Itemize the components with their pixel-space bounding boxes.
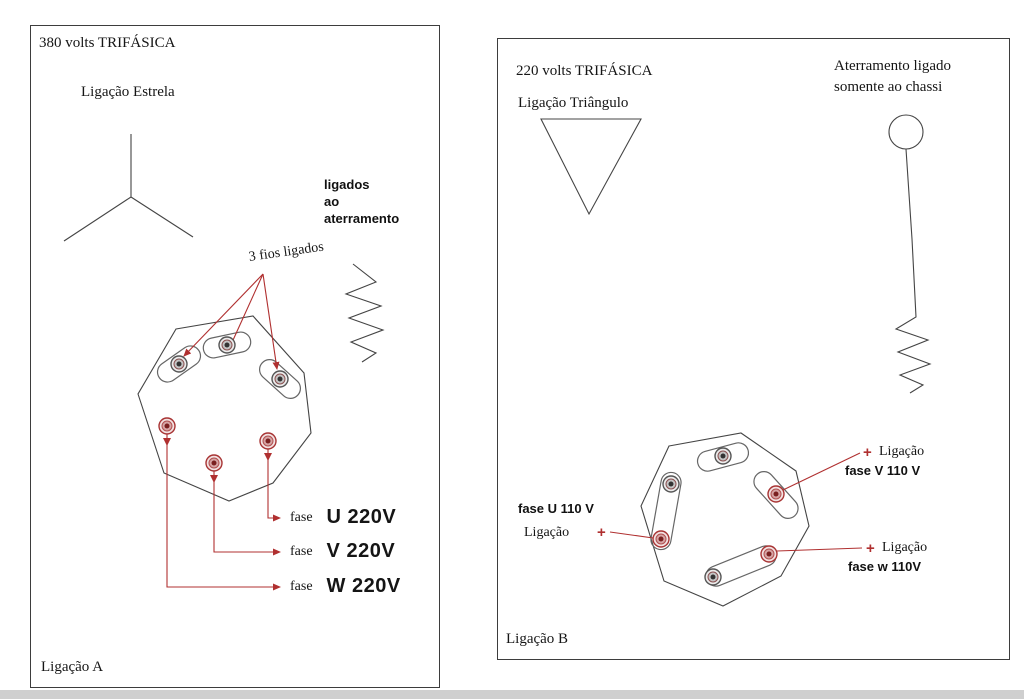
panel-a-footer: Ligação A (41, 659, 104, 675)
down-arrow (163, 438, 171, 446)
delta-connection-label: Ligação Triângulo (518, 95, 629, 111)
terminal-v1 (205, 454, 223, 472)
ligacao-word-u: Ligação (524, 525, 570, 540)
terminal-fase-w (760, 545, 778, 563)
chassis-note-line: somente ao chassi (834, 79, 943, 95)
down-arrow (210, 475, 218, 483)
phase-value: U 220V (326, 506, 397, 528)
bottom-strip (0, 690, 1024, 699)
jumper-bar (156, 345, 202, 383)
ground-note-line: ao (324, 194, 340, 209)
ground-note-line: aterramento (324, 211, 400, 226)
chassis-ground-note: Aterramento ligado somente ao chassi (834, 56, 951, 98)
phase-word: fase (290, 543, 313, 559)
chassis-note-line: Aterramento ligado (834, 58, 952, 74)
panel-b-footer: Ligação B (506, 631, 569, 647)
phase-pointer-lines (609, 452, 863, 552)
ligacao-word-v: Ligação (879, 444, 925, 459)
terminal-u2 (218, 336, 236, 354)
plus-mark-w: + (866, 540, 875, 557)
panel-a-title: 380 volts TRIFÁSICA (39, 35, 176, 51)
star-jumper-bars (156, 331, 302, 399)
jumper-bar (753, 471, 799, 519)
terminal-u1 (158, 417, 176, 435)
star-connection-label: Ligação Estrela (81, 84, 175, 100)
three-wires-pointers (183, 273, 280, 370)
fase-v-label: fase V 110 V (845, 463, 921, 478)
down-arrow (264, 453, 272, 461)
terminal-top (714, 447, 732, 465)
terminal-fase-u (652, 530, 670, 548)
phase-row-v: fase V 220V (290, 540, 395, 563)
phase-row-w: fase W 220V (290, 575, 401, 598)
terminal-bottom (704, 568, 722, 586)
triangle-symbol (540, 118, 642, 216)
phase-word: fase (290, 509, 313, 525)
fase-u-label: fase U 110 V (518, 501, 594, 516)
chassis-ground-lead (894, 148, 932, 394)
terminal-v2 (271, 370, 289, 388)
fase-w-label: fase w 110V (848, 559, 921, 574)
phase-feed-lines (163, 434, 281, 591)
phase-value: W 220V (326, 575, 401, 597)
terminal-upper-left (662, 475, 680, 493)
ground-note: ligados ao aterramento (324, 176, 399, 227)
panel-b-title: 220 volts TRIFÁSICA (516, 63, 653, 79)
jumper-bar (202, 331, 252, 359)
star-symbol (63, 134, 194, 242)
jumper-bar (696, 442, 750, 472)
phase-value: V 220V (326, 540, 396, 562)
terminal-box-octagon (640, 432, 810, 607)
chassis-circle (888, 114, 924, 150)
jumper-bar (258, 359, 302, 399)
panel-delta-220v: 220 volts TRIFÁSICA Ligação Triângulo At… (497, 38, 1010, 660)
plus-mark-u: + (597, 524, 606, 541)
plus-mark-v: + (863, 444, 872, 461)
terminal-fase-v (767, 485, 785, 503)
terminal-w1 (259, 432, 277, 450)
panel-a-drawing (63, 134, 385, 591)
terminal-w2 (170, 355, 188, 373)
ligacao-word-w: Ligação (882, 540, 928, 555)
ground-note-line: ligados (324, 177, 370, 192)
ground-zigzag (344, 263, 385, 363)
jumper-bar (650, 471, 682, 551)
panel-b-drawing (540, 114, 932, 607)
panel-star-380v: 380 volts TRIFÁSICA Ligação Estrela liga… (30, 25, 440, 688)
phase-word: fase (290, 578, 313, 594)
terminal-box-octagon (137, 315, 312, 502)
phase-row-u: fase U 220V (290, 506, 396, 529)
